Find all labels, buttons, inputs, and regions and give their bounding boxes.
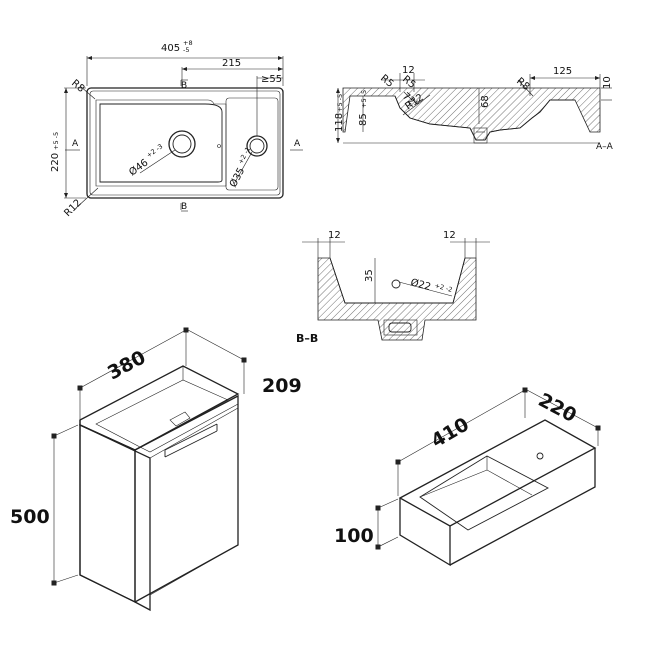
tap-hole-inner <box>249 138 265 154</box>
cabinet-handle <box>164 423 218 458</box>
section-b-marker-bottom: B <box>181 202 187 212</box>
section-bb-drain-hole <box>388 322 412 333</box>
dim-aa-depth: 68 <box>480 95 491 108</box>
dim-rim-thickness: 10 <box>602 76 613 89</box>
dim-edge: ≥55 <box>261 74 282 85</box>
cabinet-view: 380 209 500 <box>10 327 302 612</box>
basin-3d-bowl <box>419 455 549 531</box>
dim-drain: Ø46 <box>127 157 151 179</box>
basin-3d-tap-hole <box>536 452 544 460</box>
dim-line-209 <box>187 329 245 361</box>
dim-width-tol-lower: -5 <box>183 46 189 54</box>
basin-rim <box>89 90 281 196</box>
dim-rim-width: 125 <box>553 66 572 77</box>
dim-radius-outer: R8 <box>69 78 86 95</box>
dim-aa-inner-tol: +5 -5 <box>360 90 368 108</box>
dim-line-410 <box>397 389 526 463</box>
section-aa-drain <box>473 127 488 144</box>
dim-bb-depth: 35 <box>364 269 375 282</box>
section-aa-inner-surface <box>394 95 575 141</box>
section-aa: 125 10 R8 12 R5 R5 72° R12 <box>334 65 614 152</box>
section-bb-title: B–B <box>296 332 318 345</box>
dim-basin-height: 100 <box>334 525 374 547</box>
top-view: 405 +8 -5 215 ≥55 B B A A 220 +5 -5 <box>50 39 303 219</box>
overflow-point <box>217 144 221 148</box>
section-bb-drain-body <box>383 319 418 336</box>
basin-3d-side <box>449 448 596 566</box>
dim-height: 220 <box>50 153 61 172</box>
cabinet-door-panel <box>149 407 239 596</box>
dim-aa-height: 118 <box>334 113 345 132</box>
section-bb: 12 12 35 Ø22 +2 -2 B–B <box>296 230 490 345</box>
dim-cabinet-depth: 209 <box>262 375 302 397</box>
basin-outline <box>86 87 284 199</box>
dim-drain-tol: +2 -3 <box>145 142 164 159</box>
bowl-outline <box>95 99 227 187</box>
dim-line-380 <box>79 329 187 389</box>
dim-aa-gap: 12 <box>402 65 415 76</box>
dim-bb-drain: Ø22 <box>409 276 432 293</box>
dim-radius-corner: R12 <box>62 197 84 219</box>
section-aa-hatch <box>342 87 601 141</box>
dim-aa-inner: 85 <box>358 113 369 126</box>
drain-hole-outer <box>168 130 196 158</box>
dim-offset: 215 <box>222 58 241 69</box>
cabinet-front-door <box>79 423 136 604</box>
dim-width: 405 <box>161 43 180 54</box>
dim-line-220-3d <box>526 389 599 429</box>
bowl-inner <box>99 103 223 183</box>
dim-bb-left-wall: 12 <box>328 230 341 241</box>
basin-3d-view: 410 220 100 <box>334 387 601 567</box>
dim-cabinet-width: 380 <box>104 346 149 384</box>
section-a-marker-right: A <box>294 139 301 149</box>
dim-cabinet-height: 500 <box>10 506 50 528</box>
section-b-marker-top: B <box>181 81 187 91</box>
dim-aa-height-tol: +5 -5 <box>336 94 344 112</box>
dim-bb-right-wall: 12 <box>443 230 456 241</box>
dim-tap: Ø35 <box>227 166 247 190</box>
section-bb-overflow-hole <box>391 279 401 289</box>
dim-basin-width: 410 <box>428 413 473 452</box>
tap-deck <box>225 97 279 191</box>
section-a-marker-left: A <box>72 139 79 149</box>
cabinet-top-opening <box>95 379 229 448</box>
dim-aa-r5-a: R5 <box>378 73 395 90</box>
drain-hole-inner <box>172 134 192 154</box>
dim-height-tol: +5 -5 <box>52 132 60 150</box>
section-bb-hatch <box>317 257 477 341</box>
dim-width-tol-upper: +8 <box>183 39 193 47</box>
basin-3d-front <box>399 498 451 567</box>
section-aa-title: A–A <box>596 142 614 152</box>
